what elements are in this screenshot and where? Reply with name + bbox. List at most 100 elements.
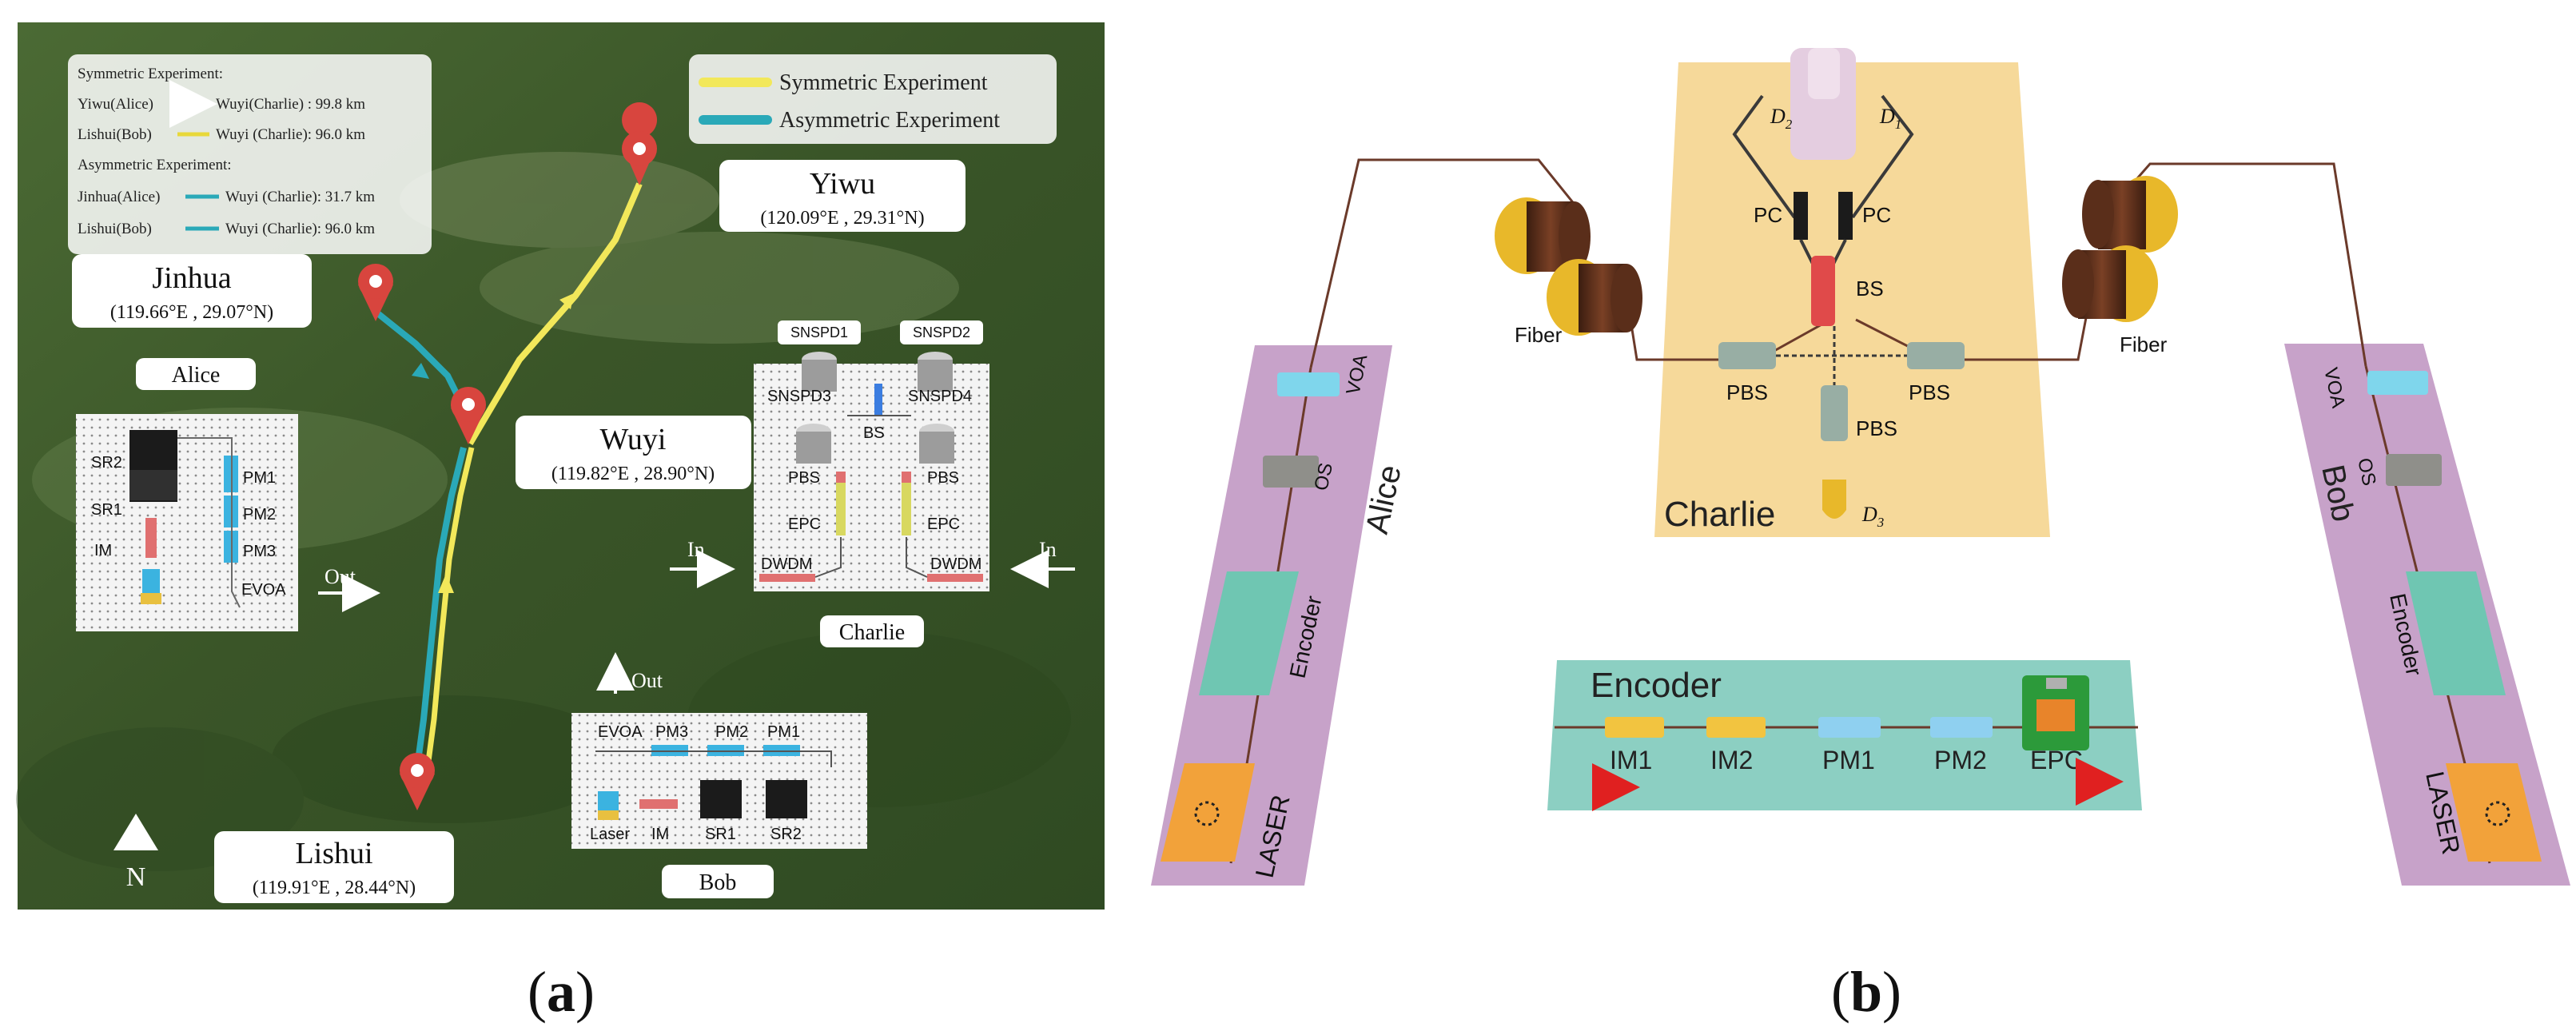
- pin-jinhua: [358, 264, 393, 321]
- charlie-snspd2: SNSPD2: [913, 324, 970, 340]
- charlie-label: Charlie: [839, 620, 905, 645]
- charlie-dwdm-right: DWDM: [930, 555, 981, 573]
- encoder-item-1: IM1: [1610, 746, 1652, 774]
- charlie-epc-left: EPC: [788, 516, 821, 533]
- bob-im: IM: [651, 826, 669, 843]
- asym-row1-to: Wuyi (Charlie): 31.7 km: [225, 189, 375, 205]
- distance-legend: Symmetric Experiment: Yiwu(Alice) Wuyi(C…: [68, 54, 432, 254]
- charlie-pbs-left: PBS: [1726, 380, 1768, 404]
- jinhua-coord: (119.66°E , 29.07°N): [110, 302, 273, 323]
- encoder-detail: Encoder IM1 IM2 PM1 PM2 EPC: [1555, 666, 2138, 811]
- symmetric-route-yiwu-wuyi: [467, 182, 643, 446]
- fiber-label-right: Fiber: [2120, 332, 2168, 356]
- pin-yiwu: [622, 102, 658, 185]
- route-arrow-jinhua: [412, 363, 429, 379]
- wuyi-coord: (119.82°E , 28.90°N): [551, 464, 715, 484]
- encoder-item-2: IM2: [1710, 746, 1753, 774]
- fiber-coil-right: Fiber: [2062, 176, 2178, 356]
- label-lishui: Lishui (119.91°E , 28.44°N): [214, 831, 454, 903]
- bob-out-label: Out: [631, 669, 663, 692]
- bob-laser: Laser: [590, 826, 630, 843]
- sym-row1-from: Yiwu(Alice): [78, 96, 153, 113]
- charlie-bs: BS: [1856, 277, 1884, 301]
- charlie-bs: BS: [863, 424, 885, 442]
- route-arrow-lishui: [438, 574, 454, 593]
- pin-wuyi: [451, 387, 486, 444]
- asym-title: Asymmetric Experiment:: [78, 157, 232, 173]
- lishui-coord: (119.91°E , 28.44°N): [253, 878, 416, 898]
- sym-row2-from: Lishui(Bob): [78, 126, 152, 143]
- charlie-pbs-left: PBS: [788, 469, 820, 487]
- key-symmetric: Symmetric Experiment: [779, 70, 988, 95]
- fiber-coil-left: Fiber: [1495, 197, 1642, 347]
- lishui-name: Lishui: [295, 837, 372, 870]
- caption-b: (b): [1831, 960, 1901, 1024]
- symmetric-route-lishui-wuyi: [424, 447, 475, 768]
- north-arrow: N: [113, 814, 158, 892]
- alice-label: Alice: [172, 363, 221, 388]
- alice-sr2: SR2: [91, 454, 122, 472]
- key-asymmetric: Asymmetric Experiment: [779, 108, 1000, 133]
- asymmetric-route-lishui-wuyi: [414, 447, 467, 768]
- fiber-left: [1309, 158, 1580, 368]
- bob-board: EVOA PM3 PM2 PM1 Laser IM SR1 SR2 Bob: [571, 713, 867, 898]
- charlie-in-label-right: In: [1039, 538, 1057, 561]
- alice-pm2: PM2: [243, 506, 276, 523]
- asym-row2-to: Wuyi (Charlie): 96.0 km: [225, 221, 375, 237]
- bob-sr1: SR1: [705, 826, 736, 843]
- panel-b: D2 D1 PC PC BS PBS PBS PBS D3 Charlie: [1151, 48, 2576, 1024]
- yiwu-name: Yiwu: [810, 167, 875, 201]
- alice-out-label: Out: [324, 565, 356, 588]
- bob-label: Bob: [699, 870, 737, 895]
- panel-a: Symmetric Experiment: Yiwu(Alice) Wuyi(C…: [16, 22, 1105, 1024]
- sym-title: Symmetric Experiment:: [78, 66, 223, 82]
- charlie-region: [1654, 62, 2050, 537]
- alice-pm3: PM3: [243, 543, 276, 560]
- bob-sr2: SR2: [770, 826, 802, 843]
- encoder-item-4: PM2: [1934, 746, 1987, 774]
- fiber-label-left: Fiber: [1515, 323, 1563, 347]
- encoder-item-5: EPC: [2030, 746, 2083, 774]
- bob-evoa: EVOA: [598, 723, 643, 741]
- alice-pm1: PM1: [243, 469, 276, 487]
- route-arrow-yiwu: [559, 293, 574, 309]
- wuyi-name: Wuyi: [600, 423, 667, 456]
- label-yiwu: Yiwu (120.09°E , 29.31°N): [719, 160, 966, 232]
- jinhua-name: Jinhua: [152, 261, 231, 295]
- sym-row1-to: Wuyi(Charlie) : 99.8 km: [216, 96, 365, 113]
- charlie-epc-right: EPC: [927, 516, 960, 533]
- charlie-d2: D2: [1770, 105, 1793, 132]
- alice-im: IM: [94, 542, 112, 559]
- encoder-item-3: PM1: [1822, 746, 1875, 774]
- charlie-pbs-bottom: PBS: [1856, 416, 1897, 440]
- charlie-pbs-right: PBS: [1909, 380, 1950, 404]
- yiwu-coord: (120.09°E , 29.31°N): [760, 208, 924, 229]
- bob-components: VOA OS Bob Encoder LASER: [2315, 366, 2542, 862]
- label-wuyi: Wuyi (119.82°E , 28.90°N): [516, 416, 751, 489]
- charlie-snspd4: SNSPD4: [908, 388, 972, 405]
- charlie-snspd3: SNSPD3: [767, 388, 831, 405]
- sym-row2-to: Wuyi (Charlie): 96.0 km: [216, 126, 365, 143]
- alice-sr1: SR1: [91, 501, 122, 519]
- asym-row1-from: Jinhua(Alice): [78, 189, 160, 205]
- charlie-components: D2 D1 PC PC BS PBS PBS PBS D3 Charlie: [1664, 48, 1965, 534]
- label-jinhua: Jinhua (119.66°E , 29.07°N): [72, 254, 312, 328]
- bob-pm2: PM2: [715, 723, 748, 741]
- bob-pm1: PM1: [767, 723, 800, 741]
- charlie-in-label-left: In: [687, 538, 705, 561]
- charlie-pbs-right: PBS: [927, 469, 959, 487]
- bob-pm3: PM3: [655, 723, 688, 741]
- charlie-pc-left: PC: [1754, 203, 1782, 227]
- charlie-d3: D3: [1861, 503, 1884, 530]
- pin-lishui: [400, 753, 435, 810]
- charlie-snspd1: SNSPD1: [790, 324, 848, 340]
- encoder-title: Encoder: [1591, 666, 1722, 705]
- alice-evoa: EVOA: [241, 581, 286, 599]
- charlie-name: Charlie: [1664, 495, 1775, 534]
- caption-a: (a): [528, 960, 595, 1024]
- charlie-board: SNSPD1 SNSPD2 SNSPD3 SNSPD4 BS PBS PBS: [754, 320, 989, 647]
- alice-board: Alice SR2 SR1 IM PM1 PM2 PM3 EVOA: [76, 358, 298, 631]
- asym-row2-from: Lishui(Bob): [78, 221, 152, 237]
- charlie-dwdm-left: DWDM: [761, 555, 812, 573]
